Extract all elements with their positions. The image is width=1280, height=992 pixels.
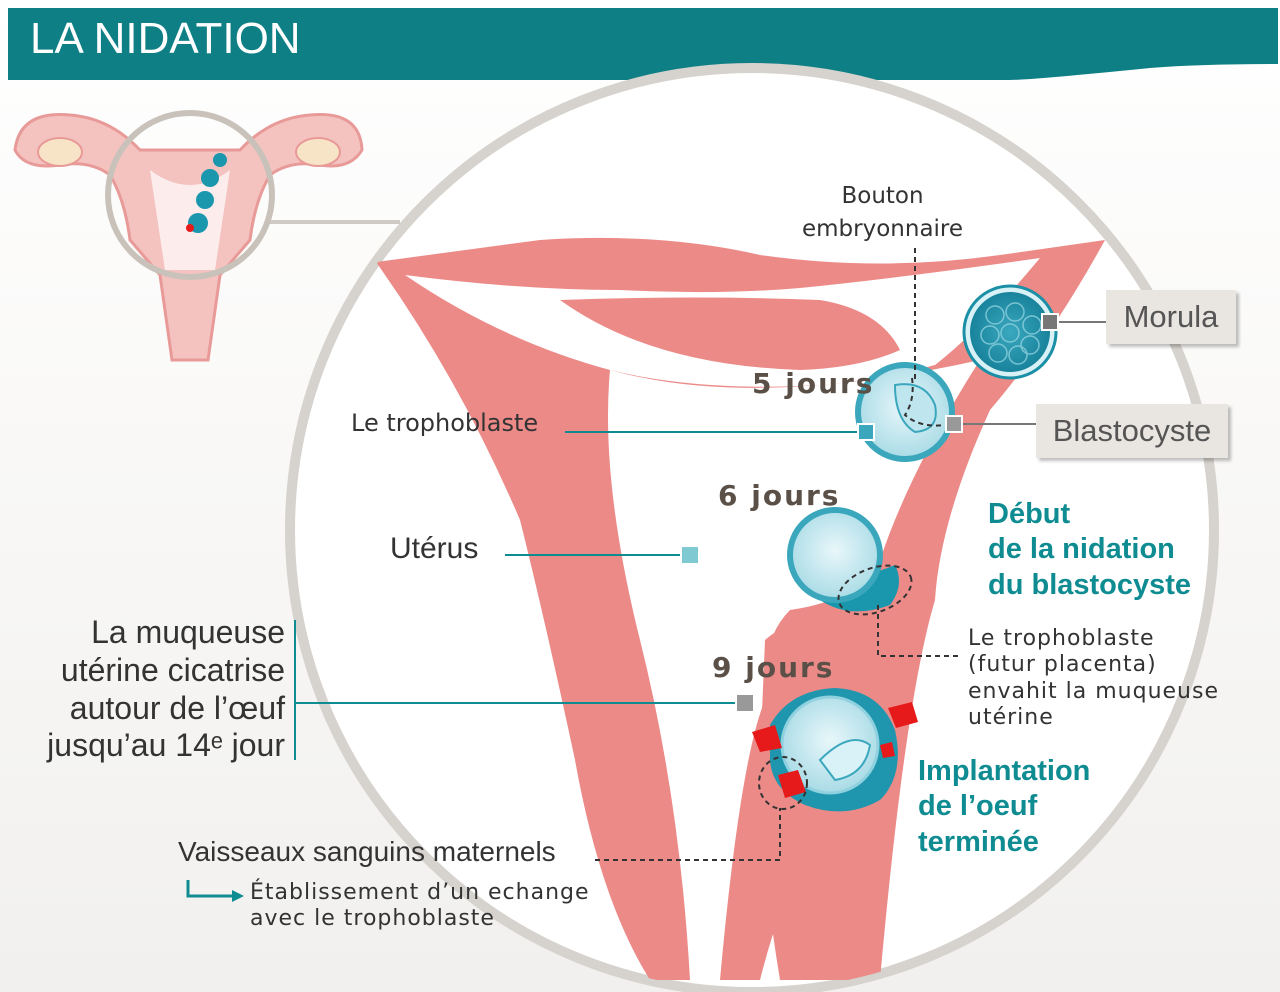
- label-muqueuse: La muqueuse utérine cicatrise autour de …: [47, 614, 285, 765]
- label-5-jours: 5 jours: [752, 368, 874, 400]
- label-9-jours: 9 jours: [712, 652, 834, 684]
- page-title: LA NIDATION: [30, 14, 301, 64]
- label-vaisseaux-sanguins: Vaisseaux sanguins maternels: [178, 836, 556, 868]
- morula-cell: [964, 286, 1056, 378]
- label-trophoblaste: Le trophoblaste: [351, 410, 538, 438]
- label-6-jours: 6 jours: [718, 480, 840, 512]
- label-blastocyste: Blastocyste: [1036, 404, 1228, 458]
- label-implantation-terminee: Implantation de l’oeuf terminée: [918, 754, 1090, 860]
- label-debut-nidation: Début de la nidation du blastocyste: [988, 497, 1191, 603]
- label-morula: Morula: [1106, 290, 1236, 344]
- label-uterus: Utérus: [390, 532, 478, 567]
- label-trophoblaste-futur-placenta: Le trophoblaste (futur placenta) envahit…: [968, 626, 1219, 732]
- label-bouton-embryonnaire: Bouton embryonnaire: [802, 180, 963, 247]
- label-echange-trophoblaste: Établissement d’un echange avec le troph…: [250, 880, 590, 933]
